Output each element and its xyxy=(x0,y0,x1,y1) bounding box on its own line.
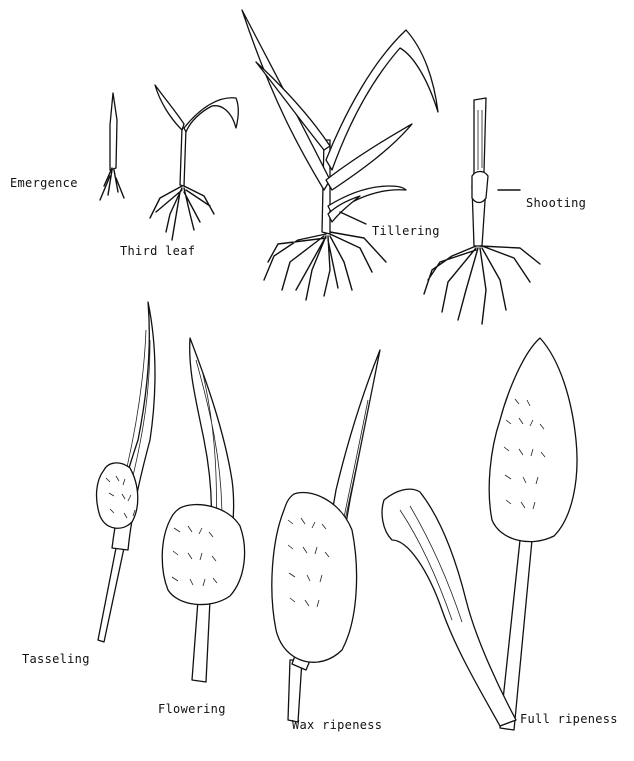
label-flowering: Flowering xyxy=(158,702,226,716)
label-emergence: Emergence xyxy=(10,176,78,190)
label-tasseling: Tasseling xyxy=(22,652,90,666)
label-full-ripeness: Full ripeness xyxy=(520,712,618,726)
label-tillering: Tillering xyxy=(372,224,440,238)
label-third-leaf: Third leaf xyxy=(120,244,195,258)
full-ripeness-plant xyxy=(382,338,577,730)
tasseling-plant xyxy=(97,302,155,642)
label-wax-ripeness: Wax ripeness xyxy=(292,718,382,732)
emergence-seedling xyxy=(100,93,124,200)
wax-ripeness-plant xyxy=(272,350,380,722)
label-shooting: Shooting xyxy=(526,196,586,210)
shooting-plant xyxy=(424,98,540,324)
third-leaf-plant xyxy=(150,85,238,240)
flowering-plant xyxy=(162,338,244,682)
tillering-plant xyxy=(242,10,438,300)
